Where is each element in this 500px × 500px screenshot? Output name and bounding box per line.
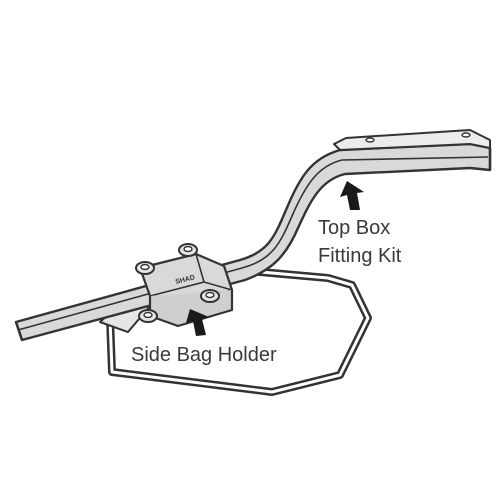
top-box-arrow xyxy=(340,181,364,210)
top-plate xyxy=(333,129,491,151)
clamp-bolt xyxy=(178,243,198,257)
clamp-block: SHAD xyxy=(135,243,234,328)
fitting-kit-label: Fitting Kit xyxy=(318,245,402,267)
clamp-bolt xyxy=(200,289,220,303)
top-box-label: Top Box xyxy=(318,217,391,239)
clamp-bolt xyxy=(138,309,158,323)
top-box-rail xyxy=(14,142,492,342)
plate-bolt-hole xyxy=(461,132,471,138)
side-bag-holder-label: Side Bag Holder xyxy=(131,344,277,366)
clamp-bolt xyxy=(135,261,155,275)
side-bag-arrow xyxy=(186,309,209,336)
shad-logo: SHAD xyxy=(175,274,196,286)
plate-bolt-hole xyxy=(365,137,375,143)
